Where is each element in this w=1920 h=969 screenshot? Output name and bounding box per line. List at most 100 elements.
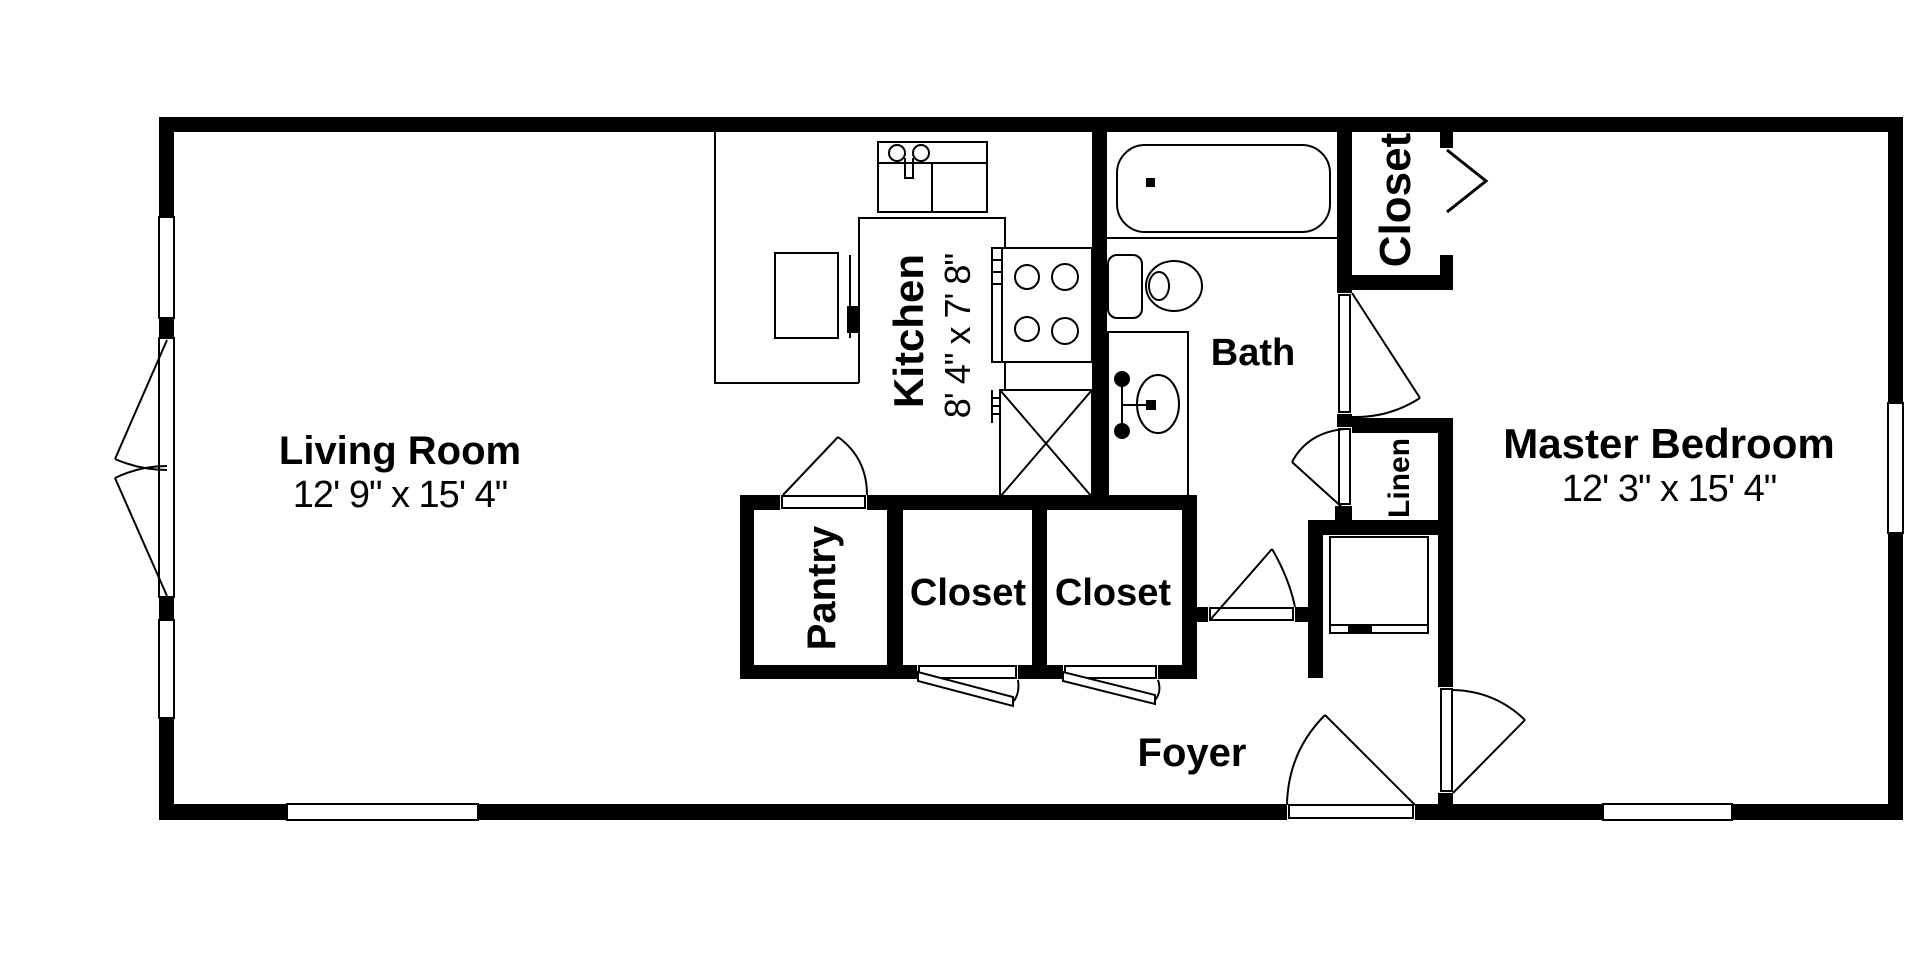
bedroom-door-leaf: [1452, 719, 1526, 794]
wall-utility-left: [1308, 520, 1323, 678]
window-right-bedroom: [1887, 402, 1904, 534]
bath-lower-door-arc: [1271, 548, 1296, 608]
window-bottom-bedroom: [1602, 803, 1733, 821]
wall-bottom: [159, 804, 1903, 820]
bath-upper-door: [1291, 428, 1346, 511]
hall-closet1-label: Closet: [910, 572, 1026, 614]
wall-bathdoor-left: [1192, 607, 1208, 622]
wall-kitchen-bath: [1092, 131, 1107, 507]
wall-bath-right-upper: [1337, 131, 1352, 293]
closet2-door: [1062, 670, 1161, 706]
utility-appliance-x: [999, 389, 1093, 498]
vanity-faucet-bar: [1121, 379, 1148, 431]
toilet-bowl-inner: [1148, 271, 1170, 301]
bath-upper-door-arc: [1291, 428, 1346, 463]
stove-left-trim: [992, 248, 1003, 362]
french-door-upper-arc: [114, 458, 168, 471]
stove: [991, 247, 1093, 363]
french-door-lower-arc: [114, 465, 168, 479]
wall-closet2-right: [1182, 495, 1197, 679]
wall-right-lower: [1888, 533, 1903, 804]
bath-upper-door-leaf: [1291, 461, 1346, 511]
hall-door-arc: [1351, 397, 1421, 419]
utility-appliance-trim: [991, 390, 1001, 423]
closet1-door-leaf: [917, 670, 1014, 708]
front-door-arc: [1286, 714, 1326, 806]
french-door-opening: [158, 337, 175, 598]
wall-bedroom-d: [1438, 793, 1453, 805]
wall-linen-top: [1337, 418, 1453, 433]
bath-lower-door-leaf: [1209, 548, 1273, 621]
refrigerator-handle: [847, 306, 860, 333]
bathtub-outline: [1116, 144, 1331, 233]
front-door-threshold: [1288, 804, 1414, 819]
toilet: [1107, 254, 1203, 319]
master-bedroom-label: Master Bedroom: [1503, 420, 1834, 467]
window-bottom-living: [286, 803, 479, 821]
kitchen-sink-divider: [878, 162, 987, 212]
hall-door-leaf: [1351, 292, 1421, 399]
utility-closet-box: [1329, 536, 1429, 634]
pantry-door: [782, 436, 868, 496]
hall-threshold: [1338, 294, 1351, 413]
living-room-label: Living Room: [279, 429, 521, 473]
utility-closet-latch: [1348, 625, 1372, 634]
kitchen-counter-edge: [714, 132, 859, 384]
wall-right-upper: [1888, 117, 1903, 403]
bifold-door-opening: [1440, 148, 1453, 255]
bath-vanity: [1107, 331, 1189, 498]
bedroom-door-arc: [1452, 689, 1526, 721]
french-door-upper-leaf: [114, 339, 168, 460]
toilet-bowl: [1145, 260, 1203, 312]
wall-pantry-closet1: [887, 510, 903, 666]
hall-closet2-label: Closet: [1055, 572, 1171, 614]
front-door-leaf: [1324, 714, 1416, 806]
vanity-counter: [1107, 331, 1189, 498]
vanity-faucet-spout: [1146, 400, 1156, 410]
window-left-lower: [158, 619, 175, 719]
kitchen-sink: [877, 141, 988, 213]
utility-appliance-box: [999, 389, 1093, 498]
stove-burner-3: [1014, 316, 1040, 342]
master-bedroom-dims: 12' 3" x 15' 4": [1562, 468, 1777, 510]
bifold-door-chevron: [1446, 148, 1489, 214]
wall-bedroom-a: [1440, 131, 1453, 148]
french-door: [114, 339, 168, 597]
pantry-door-arc: [837, 436, 868, 496]
bathtub-drain: [1146, 178, 1155, 187]
bath-label: Bath: [1211, 332, 1295, 374]
bedroom-door: [1452, 689, 1526, 794]
front-door: [1286, 714, 1416, 806]
room-labels: Living Room 12' 9" x 15' 4" Kitchen 8' 4…: [279, 132, 1835, 775]
doors: [114, 148, 1526, 806]
wall-left-upper: [159, 117, 174, 217]
kitchen-faucet-spout: [904, 158, 914, 179]
toilet-tank: [1107, 254, 1143, 319]
utility-appliance: [991, 389, 1093, 498]
door-thresholds: [781, 294, 1453, 819]
bath-lower-threshold: [1209, 607, 1294, 621]
refrigerator: [774, 252, 860, 339]
pantry-threshold: [781, 495, 866, 509]
kitchen-label: Kitchen: [885, 254, 932, 408]
kitchen-faucet-knob-left: [888, 144, 906, 162]
closet1-door-arc: [1012, 679, 1020, 703]
stove-burner-2: [1051, 263, 1079, 291]
closet1-door: [917, 670, 1020, 708]
kitchen-fixtures: [714, 132, 1093, 498]
wall-left-mid: [159, 318, 174, 338]
bath-fixtures: [1107, 144, 1337, 498]
pantry-door-leaf: [782, 436, 839, 496]
wall-closetblock-left: [740, 495, 754, 678]
pantry-label: Pantry: [800, 525, 844, 650]
stove-outline: [991, 247, 1093, 363]
closet2-door-arc: [1154, 679, 1161, 701]
kitchen-faucet-knob-right: [912, 144, 930, 162]
utility-closet: [1329, 536, 1429, 634]
window-left-upper: [158, 216, 175, 319]
foyer-label: Foyer: [1138, 731, 1247, 775]
refrigerator-body: [774, 252, 839, 339]
bedroom-threshold: [1440, 688, 1453, 792]
linen-closet-label: Linen: [1383, 438, 1416, 518]
